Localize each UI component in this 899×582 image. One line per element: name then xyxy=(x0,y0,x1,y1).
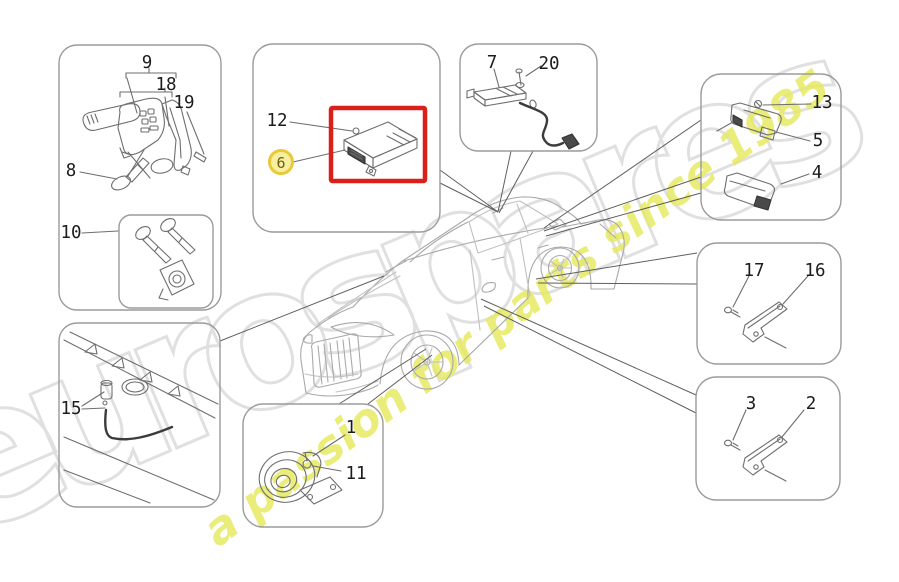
leader-line xyxy=(439,169,499,213)
callout-13[interactable]: 13 xyxy=(811,93,832,113)
leader-line xyxy=(543,119,702,229)
panel-sill-cable xyxy=(58,322,221,508)
callout-8[interactable]: 8 xyxy=(66,161,77,181)
callout-1[interactable]: 1 xyxy=(346,418,357,438)
badge-circle[interactable] xyxy=(269,150,293,174)
panel-steering-column xyxy=(58,44,222,311)
panel-siren xyxy=(242,403,384,528)
panel-keys-inset xyxy=(118,214,214,309)
callout-18[interactable]: 18 xyxy=(155,75,176,95)
callout-16[interactable]: 16 xyxy=(804,261,825,281)
bracket-art-upper xyxy=(723,275,809,349)
callout-labels: 9 18 19 8 10 15 12 7 20 13 5 4 17 16 3 2… xyxy=(60,53,832,484)
callout-17[interactable]: 17 xyxy=(743,261,764,281)
keys-art xyxy=(135,218,196,301)
leader-line xyxy=(219,275,385,342)
callout-12[interactable]: 12 xyxy=(266,111,287,131)
callout-4[interactable]: 4 xyxy=(812,163,823,183)
leader-line xyxy=(483,305,697,414)
callout-11[interactable]: 11 xyxy=(345,464,366,484)
callout-9[interactable]: 9 xyxy=(142,53,153,73)
callout-19[interactable]: 19 xyxy=(173,93,194,113)
sill-cable-art xyxy=(63,331,219,504)
callout-20[interactable]: 20 xyxy=(538,54,559,74)
bracket-art-lower xyxy=(723,409,805,482)
module-art xyxy=(289,121,418,177)
badge-number: 6 xyxy=(276,154,285,172)
callout-5[interactable]: 5 xyxy=(813,131,824,151)
leader-line xyxy=(338,348,427,405)
highlight-box xyxy=(328,105,428,184)
leader-line xyxy=(439,182,499,213)
leader-line xyxy=(543,176,702,232)
leader-line xyxy=(535,252,698,280)
leader-line xyxy=(367,354,433,405)
callout-3[interactable]: 3 xyxy=(746,394,757,414)
callout-15[interactable]: 15 xyxy=(60,399,81,419)
callout-7[interactable]: 7 xyxy=(487,53,498,73)
siren-art xyxy=(258,434,346,505)
leader-line xyxy=(480,298,697,396)
selected-part-badge[interactable]: 6 xyxy=(268,149,294,175)
callout-2[interactable]: 2 xyxy=(806,394,817,414)
leader-lines xyxy=(219,119,702,414)
panel-bracket-lower xyxy=(695,376,841,501)
antenna-art xyxy=(716,99,812,211)
badge-ring xyxy=(268,149,294,175)
leader-line xyxy=(498,150,534,214)
amplifier-art xyxy=(466,65,580,150)
leader-line xyxy=(537,282,698,285)
panel-control-module xyxy=(252,43,441,233)
leader-line xyxy=(545,192,702,237)
panel-bracket-upper xyxy=(696,242,842,365)
callout-10[interactable]: 10 xyxy=(60,223,81,243)
panel-antenna-modules xyxy=(700,73,842,221)
steering-lock-art xyxy=(79,67,207,234)
leader-line xyxy=(497,150,512,213)
panel-antenna-amplifier xyxy=(459,43,598,152)
